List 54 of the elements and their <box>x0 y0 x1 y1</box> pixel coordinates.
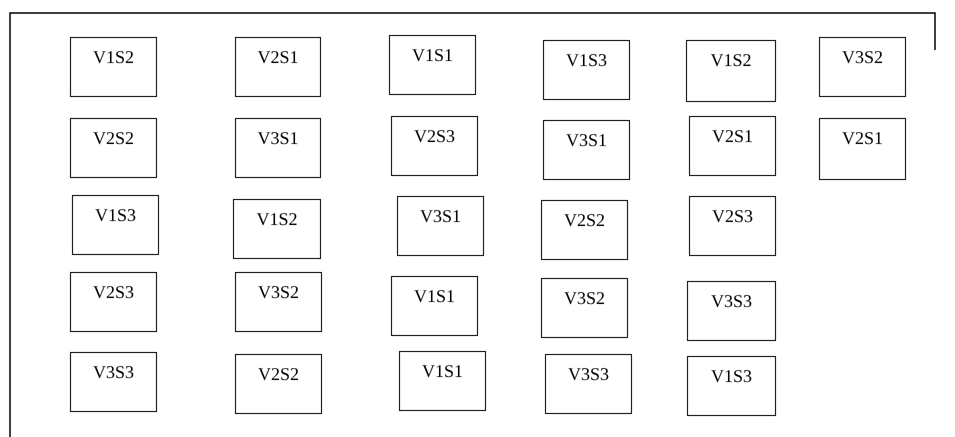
plot-box <box>819 118 906 180</box>
plot-box <box>543 40 630 100</box>
plot-box <box>541 278 628 338</box>
plot-box <box>541 200 628 260</box>
plot-label: V1S1 <box>412 45 453 66</box>
plot-label: V2S3 <box>414 126 455 147</box>
plot-label: V3S2 <box>258 282 299 303</box>
plot-box <box>686 40 776 102</box>
plot-box <box>70 37 157 97</box>
plot-label: V1S2 <box>92 47 134 68</box>
plot-box <box>391 276 478 336</box>
plot-label: V3S1 <box>566 130 607 151</box>
plot-box <box>397 196 484 256</box>
plot-label: V1S1 <box>422 361 463 382</box>
plot-box <box>72 195 159 255</box>
plot-box <box>399 351 486 411</box>
plot-box <box>389 35 476 95</box>
plot-label: V2S2 <box>92 128 134 149</box>
plot-label: V3S3 <box>710 291 752 312</box>
plot-label: V1S3 <box>710 366 752 387</box>
plot-box <box>70 118 157 178</box>
plot-label: V2S3 <box>712 206 753 227</box>
plot-label: V1S3 <box>566 50 607 71</box>
plot-box <box>687 356 776 416</box>
plot-label: V1S1 <box>414 286 455 307</box>
plot-label: V2S2 <box>258 364 299 385</box>
plot-label: V1S2 <box>710 50 752 71</box>
plot-box <box>233 199 321 259</box>
plot-label: V3S2 <box>842 47 883 68</box>
plot-box <box>687 281 776 341</box>
plot-box <box>70 352 157 412</box>
plot-label: V3S3 <box>568 364 609 385</box>
plot-label: V2S1 <box>842 128 883 149</box>
plot-label: V2S1 <box>257 47 298 68</box>
plot-label: V3S2 <box>564 288 605 309</box>
plot-label: V1S3 <box>94 205 136 226</box>
plot-label: V3S3 <box>92 362 134 383</box>
plot-label: V2S2 <box>564 210 605 231</box>
plot-label: V1S2 <box>256 209 298 230</box>
plot-label: V3S1 <box>257 128 298 149</box>
plot-label: V2S3 <box>92 282 134 303</box>
plot-label: V2S1 <box>712 126 753 147</box>
plot-label: V3S1 <box>420 206 461 227</box>
plot-box <box>543 120 630 180</box>
plot-box <box>391 116 478 176</box>
plot-box <box>235 37 321 97</box>
plot-box <box>235 354 322 414</box>
plot-box <box>235 272 322 332</box>
plot-box <box>545 354 632 414</box>
plot-box <box>70 272 157 332</box>
plot-box <box>689 196 776 256</box>
plot-box <box>819 37 906 97</box>
plot-box <box>235 118 321 178</box>
plot-box <box>689 116 776 176</box>
